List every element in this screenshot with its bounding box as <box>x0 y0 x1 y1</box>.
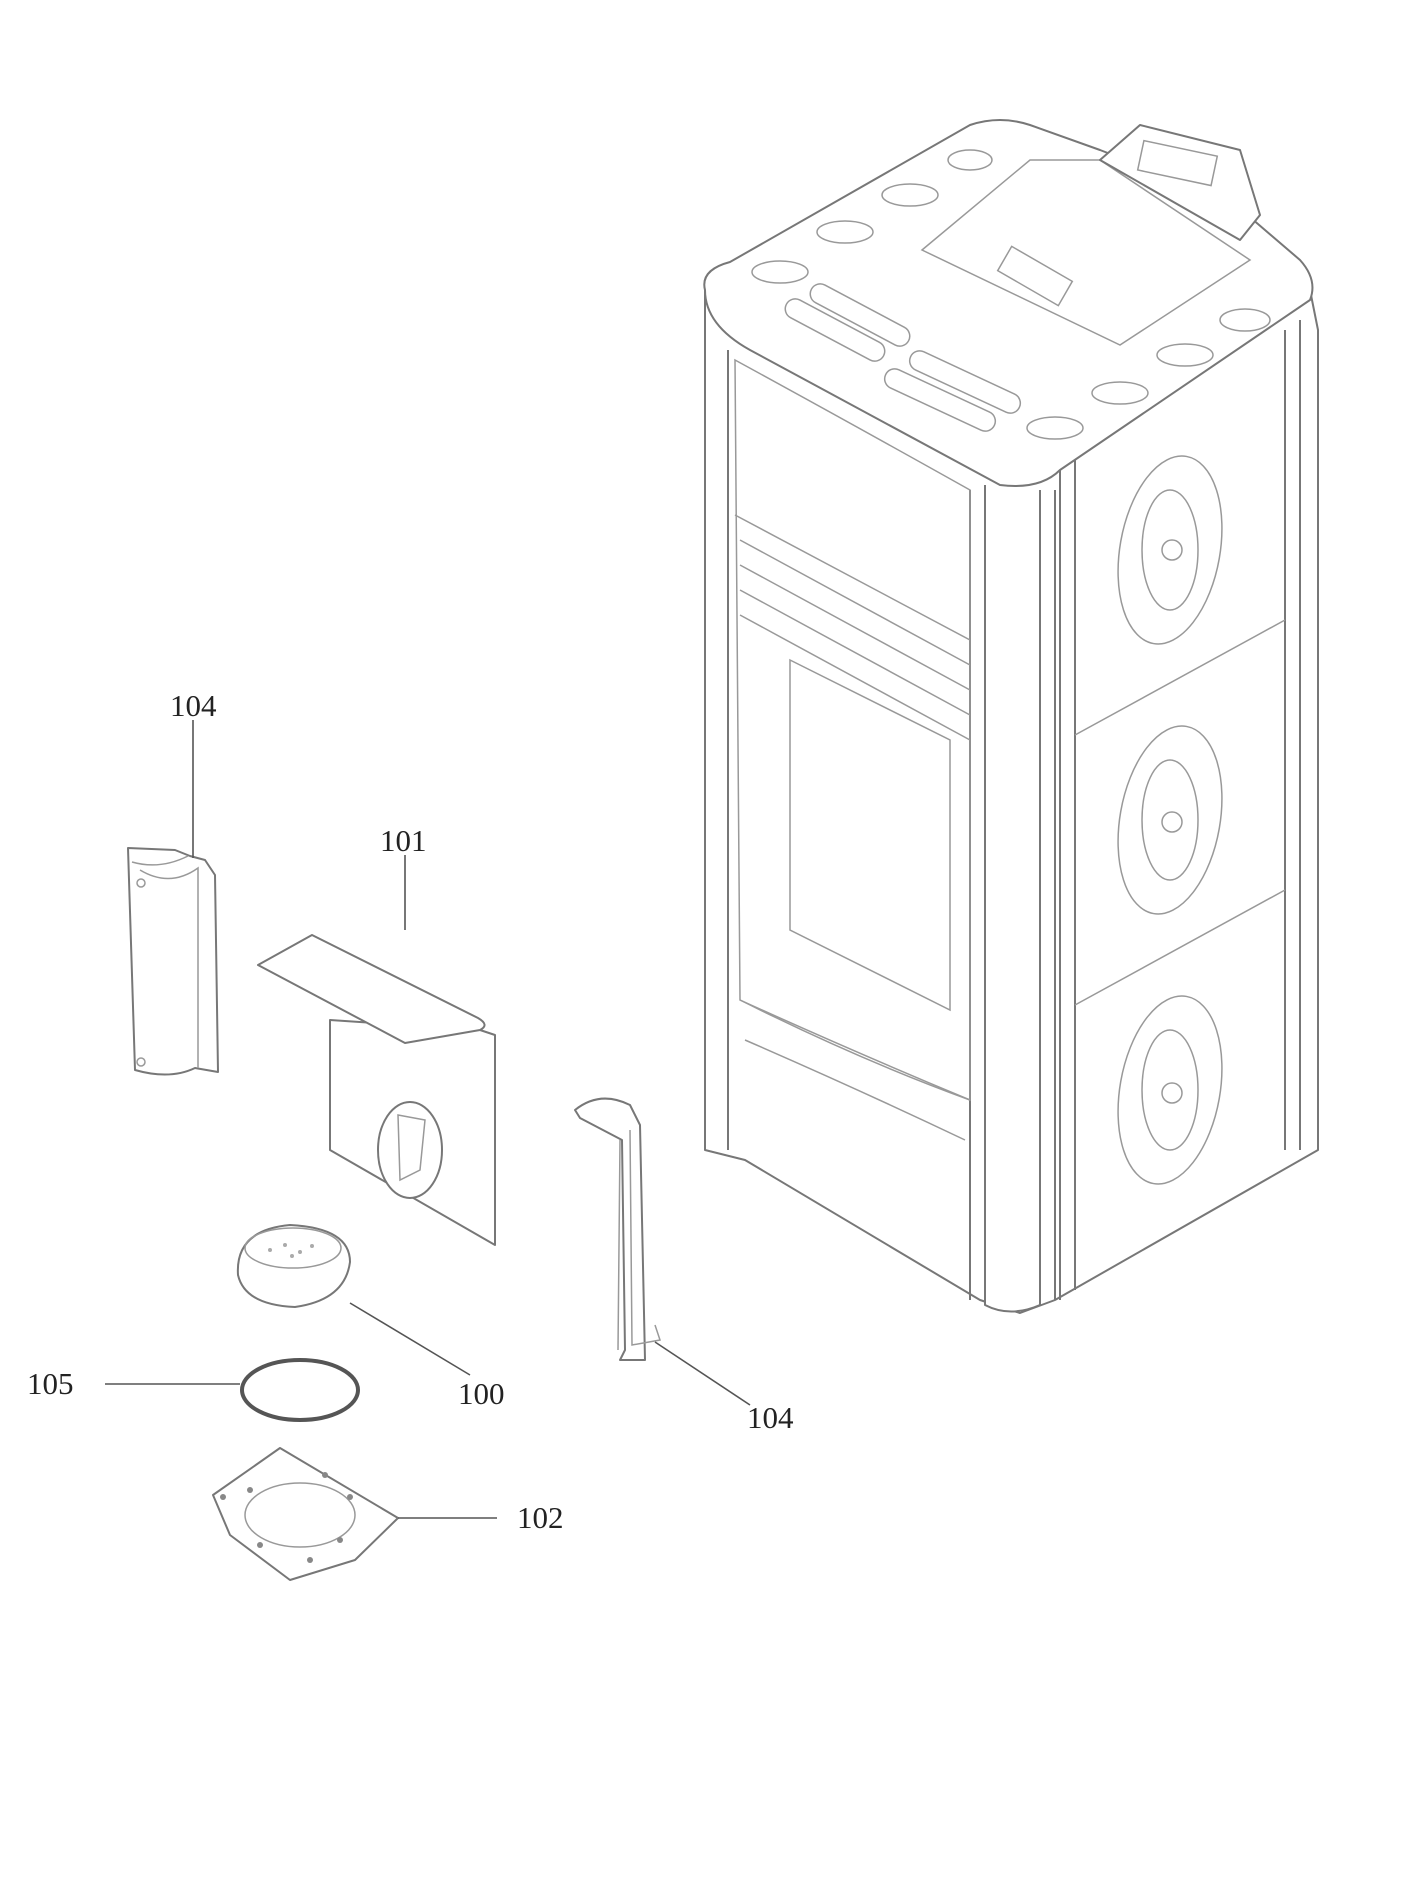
leader-100 <box>349 1302 471 1376</box>
side-decorations <box>1117 455 1223 1185</box>
part-105-gasket-ring <box>240 1358 360 1422</box>
part-100-fan-bowl <box>236 1224 351 1308</box>
label-102: 102 <box>517 1500 564 1535</box>
stove-top <box>703 119 1314 487</box>
part-102-mounting-plate <box>212 1447 399 1581</box>
fire-window <box>789 658 951 1012</box>
stove-assembly <box>703 119 1319 1314</box>
control-panel <box>1099 124 1261 241</box>
front-door <box>734 358 971 1141</box>
leader-104-right <box>654 1341 751 1406</box>
label-105: 105 <box>27 1366 74 1401</box>
part-104-right-bracket <box>574 1097 661 1361</box>
label-101: 101 <box>380 823 427 858</box>
panel-top-lid <box>257 934 486 1044</box>
display-screen <box>1136 139 1219 187</box>
label-100: 100 <box>458 1376 505 1411</box>
top-vents <box>751 149 1271 440</box>
part-104-left-bracket <box>127 847 219 1076</box>
part-101-panel <box>257 934 496 1246</box>
panel-opening <box>377 1101 443 1199</box>
label-104-right: 104 <box>747 1400 794 1435</box>
label-104-left: 104 <box>170 688 217 723</box>
top-hatch <box>920 159 1252 346</box>
